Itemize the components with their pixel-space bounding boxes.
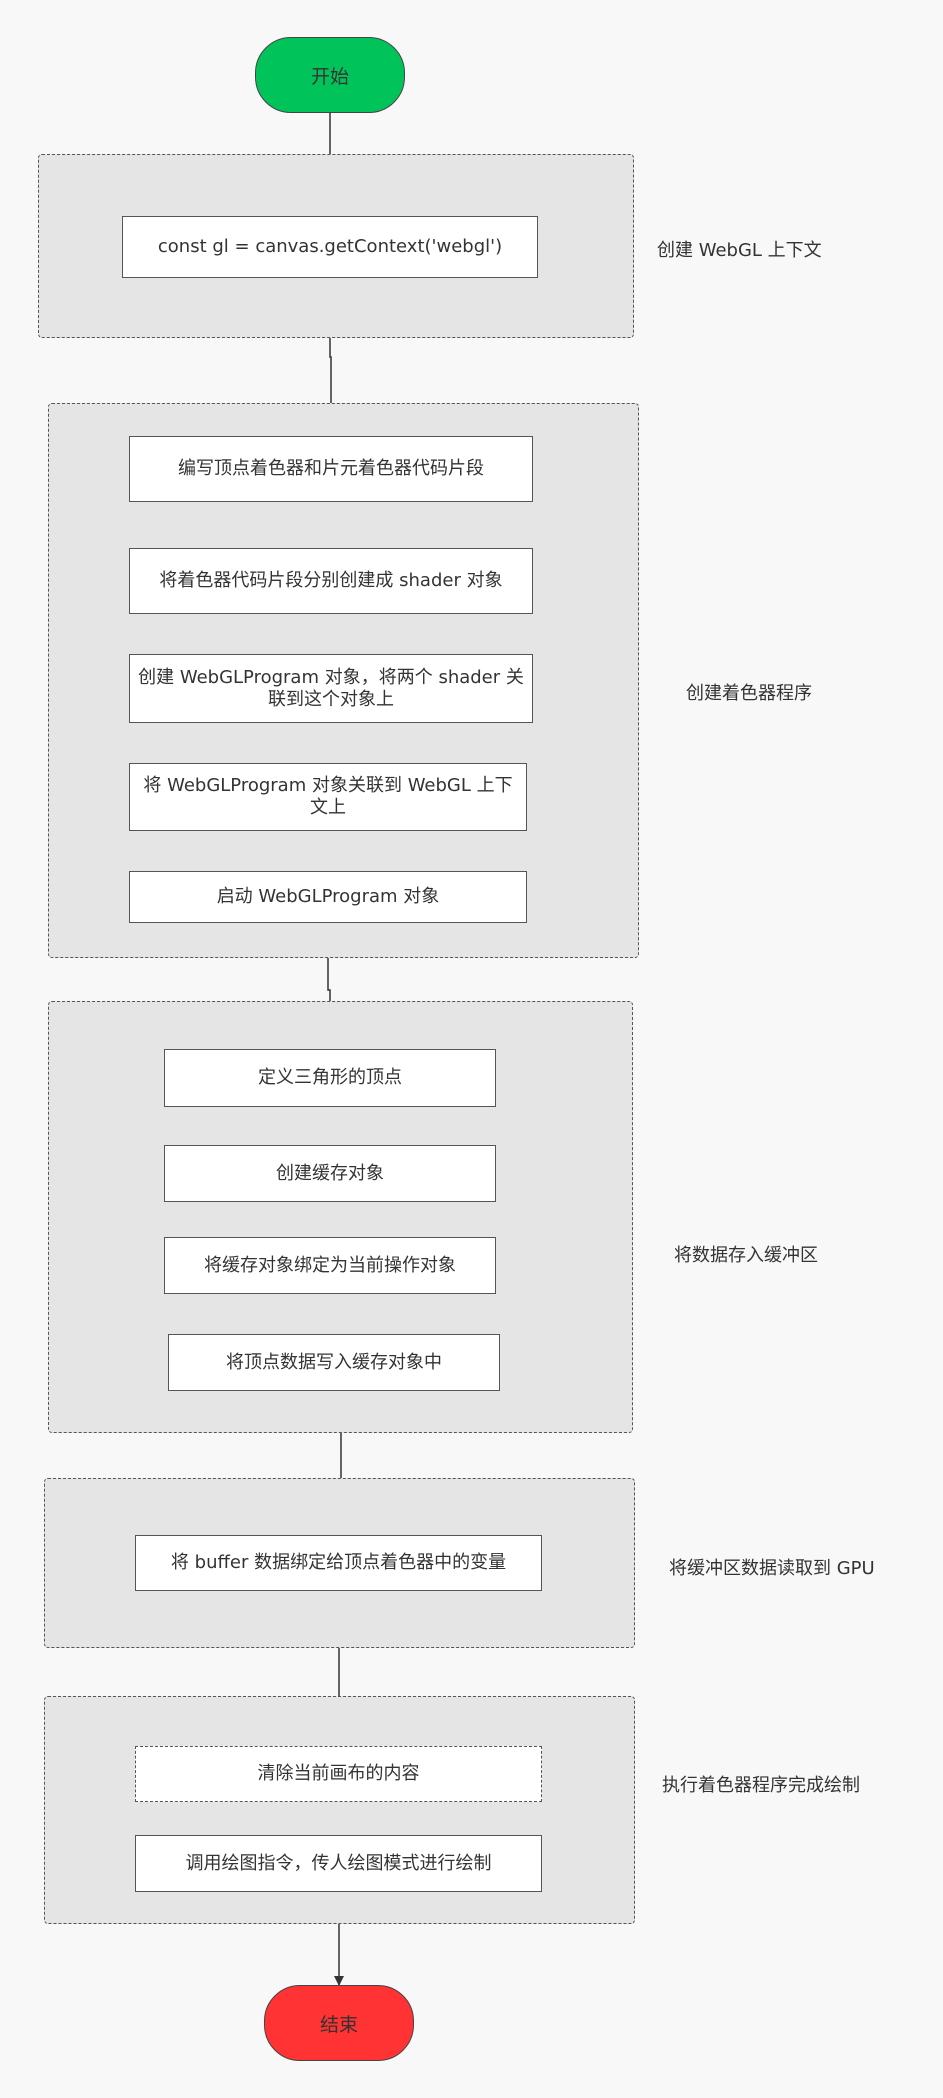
step-write-shader-code: 编写顶点着色器和片元着色器代码片段 [129, 436, 533, 502]
step-bind-buffer: 将缓存对象绑定为当前操作对象 [164, 1237, 496, 1294]
step-clear-canvas: 清除当前画布的内容 [135, 1746, 542, 1802]
group-label-create-context: 创建 WebGL 上下文 [657, 240, 822, 261]
step-write-buffer-data: 将顶点数据写入缓存对象中 [168, 1334, 500, 1391]
step-bind-attribute: 将 buffer 数据绑定给顶点着色器中的变量 [135, 1535, 542, 1591]
step-get-context: const gl = canvas.getContext('webgl') [122, 216, 538, 278]
step-define-vertices: 定义三角形的顶点 [164, 1049, 496, 1107]
step-link-program-context: 将 WebGLProgram 对象关联到 WebGL 上下文上 [129, 763, 527, 831]
step-create-buffer: 创建缓存对象 [164, 1145, 496, 1202]
start-terminal: 开始 [255, 37, 405, 113]
end-terminal: 结束 [264, 1985, 414, 2061]
step-draw-call: 调用绘图指令，传人绘图模式进行绘制 [135, 1835, 542, 1892]
group-label-create-shader-program: 创建着色器程序 [686, 683, 812, 704]
step-create-shader-objects: 将着色器代码片段分别创建成 shader 对象 [129, 548, 533, 614]
step-use-program: 启动 WebGLProgram 对象 [129, 871, 527, 923]
step-create-program: 创建 WebGLProgram 对象，将两个 shader 关联到这个对象上 [129, 654, 533, 723]
group-label-store-buffer: 将数据存入缓冲区 [674, 1245, 818, 1266]
group-label-read-buffer-gpu: 将缓冲区数据读取到 GPU [669, 1558, 875, 1579]
group-label-execute-draw: 执行着色器程序完成绘制 [662, 1775, 860, 1796]
